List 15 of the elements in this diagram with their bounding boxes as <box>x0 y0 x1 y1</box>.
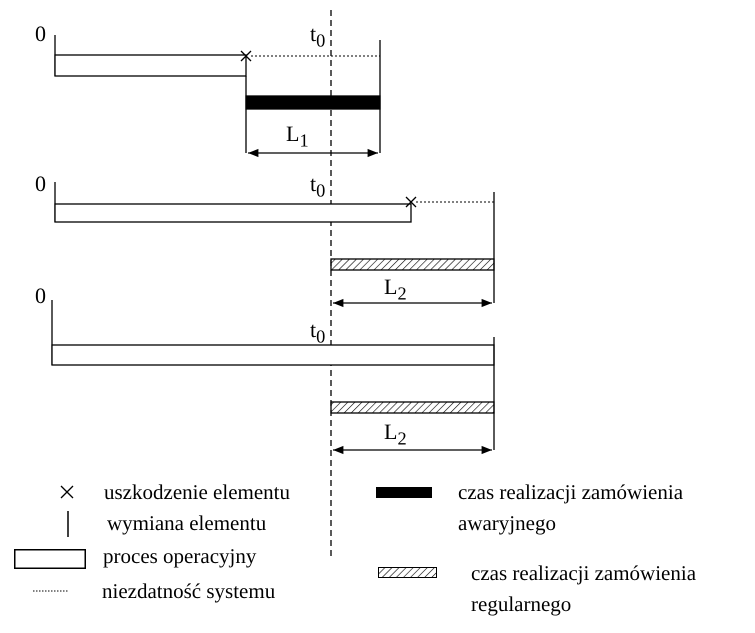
legend-text: uszkodzenie elementu <box>104 479 292 506</box>
legend-text: wymiana elementu <box>107 510 268 537</box>
time-label: t$_{0}$ <box>310 22 326 52</box>
time-label: t$_{0}$ <box>310 318 326 348</box>
dimension-label: L$_{1}$ <box>286 122 309 152</box>
axis-origin-label: 0 <box>35 172 46 196</box>
dimension-label: L$_{2}$ <box>384 420 407 450</box>
axis-origin-label: 0 <box>35 284 46 308</box>
legend-text: proces operacyjny <box>103 543 258 570</box>
legend-text: czas realizacji zamówienia regularnego <box>471 560 698 618</box>
legend-text: niezdatność systemu <box>102 578 276 605</box>
time-label: t$_{0}$ <box>310 172 326 202</box>
legend-text: czas realizacji zamówienia awaryjnego <box>458 479 684 537</box>
dimension-label: L$_{2}$ <box>384 275 407 306</box>
axis-origin-label: 0 <box>35 22 46 46</box>
